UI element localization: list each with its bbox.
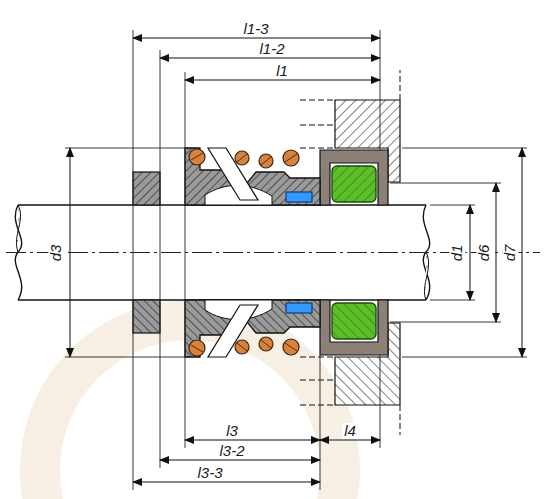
seal-half xyxy=(133,70,400,205)
dimension-label: d7 xyxy=(502,243,518,264)
dimension-label: d6 xyxy=(476,243,492,264)
dimension-lines xyxy=(70,38,522,482)
dimension-label: l3-3 xyxy=(195,465,224,481)
dimension-label: d1 xyxy=(449,243,465,264)
dimension-label: d3 xyxy=(48,243,64,264)
dimension-label: l3-2 xyxy=(217,443,246,459)
dimension-label: l1-3 xyxy=(241,21,270,37)
dimension-label: l1-2 xyxy=(257,41,286,57)
extension-lines xyxy=(65,30,527,490)
dimension-label: l1 xyxy=(274,63,290,79)
dimension-label: l4 xyxy=(342,423,358,439)
dimension-label: l3 xyxy=(224,423,240,439)
